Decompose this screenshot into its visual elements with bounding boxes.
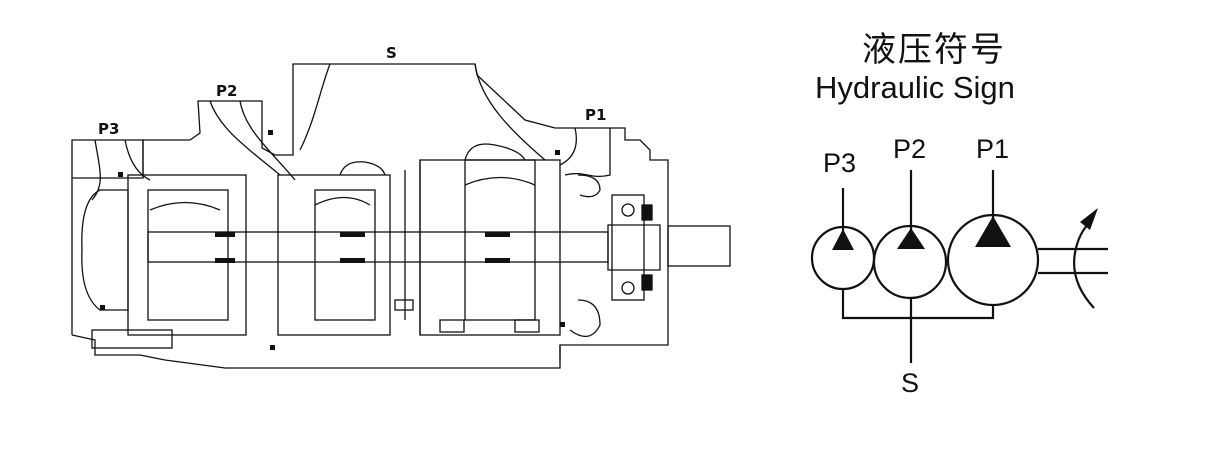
symbol-title-english: Hydraulic Sign [815,70,1015,105]
flow-arrow-p1 [975,216,1011,247]
symbol-label-p2: P2 [893,134,927,164]
housing-outline-bottom [71,334,561,369]
end-cover [81,189,129,311]
pump-symbol-p2 [872,224,948,300]
label-port-p2: P2 [216,82,238,100]
suction-line [841,289,995,320]
label-port-p1: P1 [585,106,607,124]
flow-arrow-p3 [832,229,854,250]
bearing [611,194,645,301]
pump-section-p1 [419,159,561,336]
label-suction-port: S [386,44,397,62]
symbol-title-chinese: 液压符号 [862,30,1006,70]
rotation-arrow [1073,221,1095,309]
symbol-label-p3: P3 [823,148,857,178]
housing-outline [71,139,144,335]
shaft-key-end [667,225,731,267]
symbol-label-p1: P1 [976,134,1010,164]
flow-arrow-p2 [897,228,925,249]
p1-passage [559,127,611,178]
pump-symbol-p3 [810,225,876,291]
p3-passage [91,139,151,201]
bolt [91,329,173,349]
pump-symbol-p1 [946,213,1040,307]
label-port-p3: P3 [98,120,120,138]
pump-section-p2 [277,174,391,336]
rotation-arrow-head [1080,208,1098,230]
suction-passage [209,63,546,181]
pump-cross-section-drawing [71,63,731,369]
symbol-label-suction: S [901,368,920,398]
